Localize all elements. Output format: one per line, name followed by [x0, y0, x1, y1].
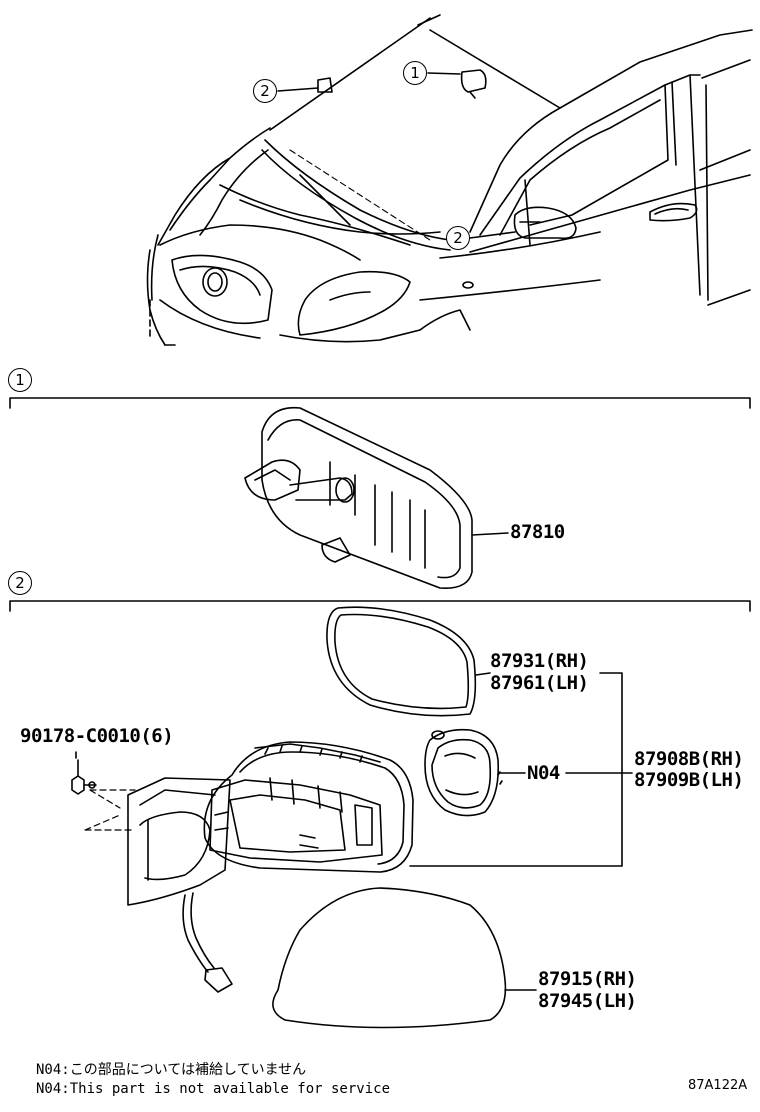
- car-illustration: [146, 14, 753, 346]
- part-number-cover-lh: 87945(LH): [538, 990, 637, 1012]
- callout-2-side-mirror: 2: [446, 226, 470, 250]
- section-2-marker: 2: [8, 571, 32, 595]
- callout-1-inner-mirror: 1: [403, 61, 427, 85]
- inner-rear-view-mirror: [244, 406, 509, 589]
- footnote-english: N04:This part is not available for servi…: [36, 1081, 391, 1097]
- mirror-motor: [424, 728, 623, 817]
- part-number-inner-mirror: 87810: [510, 521, 565, 543]
- footnote-japanese: N04:この部品については補給していません: [36, 1062, 307, 1078]
- part-number-cover-rh: 87915(RH): [538, 968, 637, 990]
- outer-mirror-assy: [84, 672, 633, 993]
- part-number-mirror-assy-rh: 87908B(RH): [634, 748, 744, 770]
- part-number-mirror-glass-lh: 87961(LH): [490, 672, 589, 694]
- diagram-code: 87A122A: [688, 1078, 748, 1093]
- part-number-motor: N04: [527, 762, 560, 784]
- part-number-screw: 90178-C0010(6): [20, 725, 174, 747]
- section-2-bracket: [9, 600, 751, 612]
- screw: [71, 751, 97, 795]
- part-number-mirror-glass-rh: 87931(RH): [490, 650, 589, 672]
- mirror-cover: [272, 887, 537, 1029]
- mirror-glass: [326, 606, 491, 717]
- section-1-bracket: [9, 397, 751, 409]
- part-number-mirror-assy-lh: 87909B(LH): [634, 769, 744, 791]
- section-1-marker: 1: [8, 368, 32, 392]
- callout-2-far-mirror: 2: [253, 79, 277, 103]
